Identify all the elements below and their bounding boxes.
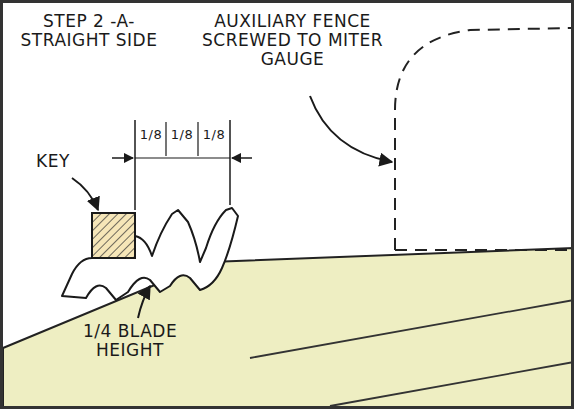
- dimension-arrow: [232, 157, 252, 159]
- miter-slot-line: [330, 362, 574, 406]
- dimension-label: 1/8: [137, 128, 165, 143]
- dimension-label: 1/8: [168, 128, 196, 143]
- miter-slot-line: [250, 300, 574, 358]
- part-label: KEY: [28, 152, 78, 171]
- key: [92, 213, 135, 258]
- note-label: 1/4 BLADE HEIGHT: [50, 322, 210, 360]
- step-title: STEP 2 -A- STRAIGHT SIDE: [14, 12, 164, 50]
- note-label: AUXILIARY FENCE SCREWED TO MITER GAUGE: [190, 12, 395, 69]
- extension-line: [229, 120, 231, 205]
- dimension-line: [135, 157, 230, 158]
- leader-arrow: [310, 96, 392, 162]
- divider-tick: [197, 122, 198, 156]
- dimension-arrow: [112, 157, 133, 159]
- fence-outline: [395, 28, 572, 250]
- fence-outline: [395, 249, 572, 251]
- divider-tick: [165, 122, 166, 156]
- leader-arrow: [72, 178, 98, 210]
- extension-line: [134, 120, 136, 210]
- dimension-label: 1/8: [200, 128, 228, 143]
- leader-arrow: [138, 286, 150, 318]
